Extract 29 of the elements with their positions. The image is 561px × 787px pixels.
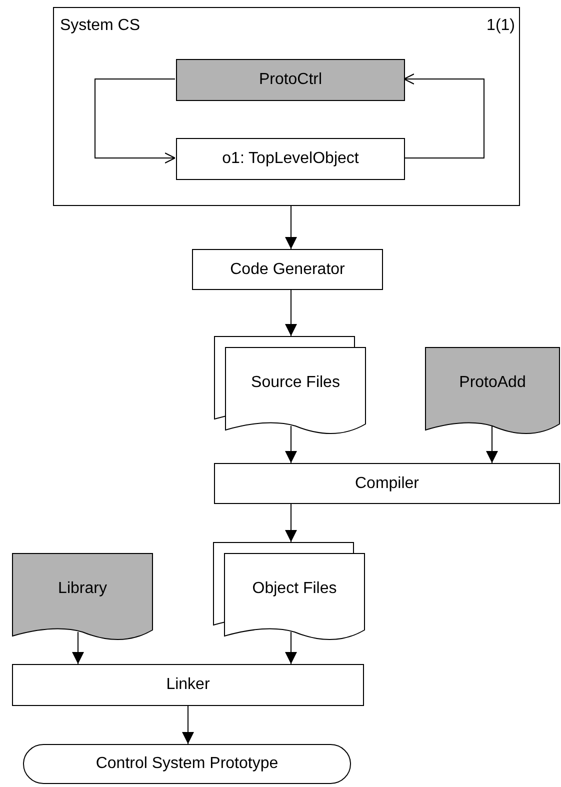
node-label: Linker [166, 675, 210, 695]
node-label: Library [58, 578, 107, 598]
node-label: ProtoAdd [459, 372, 526, 392]
arrow [285, 504, 297, 542]
process-box [214, 463, 560, 504]
terminal-shape [23, 744, 351, 784]
arrow [94, 78, 176, 164]
page-number: 1(1) [486, 18, 515, 34]
process-box [176, 138, 405, 180]
node-label: Source Files [251, 372, 340, 392]
node-label: Compiler [354, 474, 419, 494]
node-label: ProtoCtrl [258, 70, 322, 90]
process-box [176, 59, 405, 101]
system-title: System CS [60, 18, 140, 34]
node-label: Control System Prototype [96, 754, 278, 774]
system-frame [53, 7, 520, 206]
node-label: o1: TopLevelObject [222, 149, 359, 169]
arrow [182, 706, 194, 744]
process-box [12, 664, 364, 706]
node-label: Object Files [252, 578, 337, 598]
arrow [72, 632, 84, 664]
arrow [486, 426, 498, 464]
arrow [403, 73, 484, 158]
process-box [192, 249, 383, 290]
arrow [285, 206, 297, 250]
arrow [285, 632, 297, 664]
node-label: Code Generator [230, 260, 345, 280]
arrow [285, 290, 297, 336]
arrow [285, 426, 297, 464]
